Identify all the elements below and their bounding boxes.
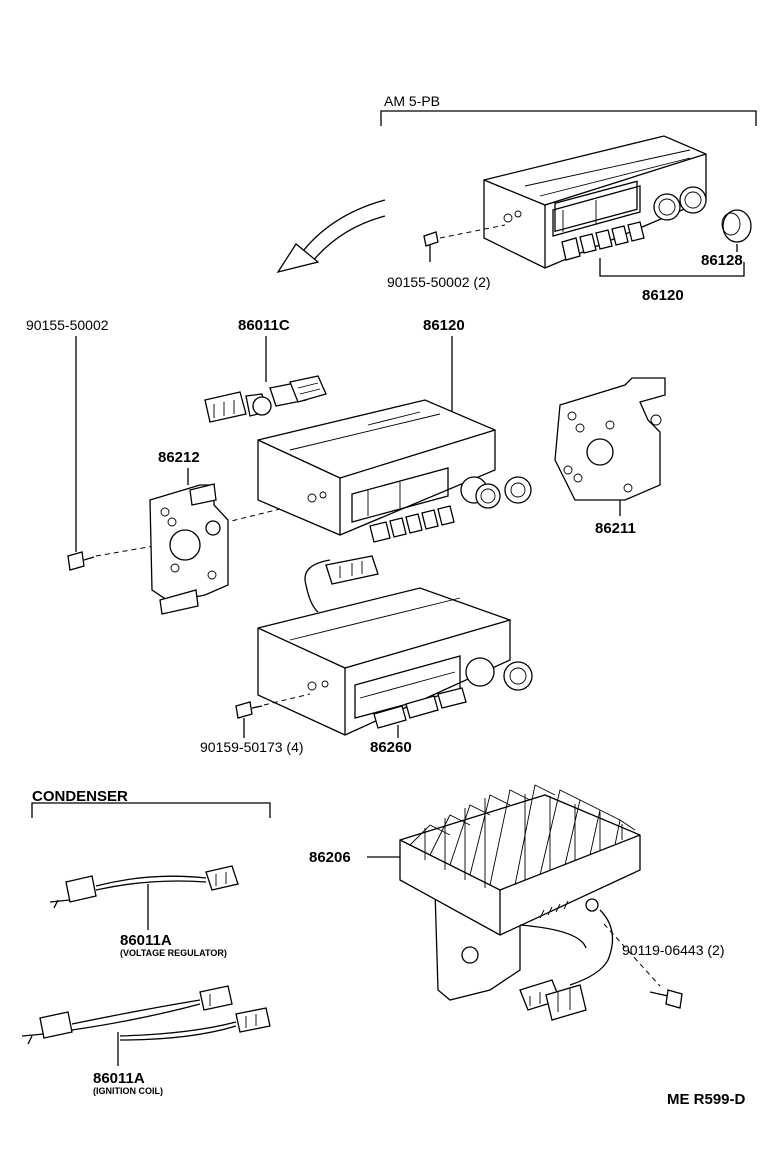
amp-screw-drawing [603,923,683,1009]
condenser-2-drawing [21,985,271,1045]
connector-label: 86011C [238,317,290,334]
arrow-icon [276,199,386,274]
top-radio-label: 86120 [642,287,684,304]
condenser-1-label: 86011A [120,932,172,949]
radio-drawing [257,399,532,543]
tape-screw-drawing [235,693,311,738]
top-screw-drawing [423,224,506,262]
bracket-right-drawing [554,377,666,501]
radio-label: 86120 [423,317,465,334]
condenser-group-bracket [31,802,271,818]
bracket-left-label: 86212 [158,449,200,466]
left-screw-label: 90155-50002 [26,317,109,333]
knob-drawing [721,209,752,243]
amplifier-group: 86206 90119-06443 (2) [309,784,724,1021]
amp-screw-label: 90119-06443 (2) [622,942,724,958]
tape-player-drawing [257,587,533,736]
top-knob-label: 86128 [701,252,743,269]
amplifier-drawing [399,784,641,1021]
tape-screw-label: 90159-50173 (4) [200,739,304,755]
condenser-group-title: CONDENSER [32,788,128,805]
reference-code: ME R599-D [667,1091,746,1108]
condenser-1-note: (VOLTAGE REGULATOR) [120,948,227,958]
connector-drawing [204,375,327,423]
tape-player-label: 86260 [370,739,412,756]
condenser-2-label: 86011A [93,1070,145,1087]
am-group-bracket [380,110,757,126]
bracket-right-label: 86211 [595,520,636,537]
condenser-1-drawing [49,865,239,909]
main-assembly: 90155-50002 86011C 86120 [26,317,666,756]
amplifier-label: 86206 [309,849,351,866]
condenser-2-note: (IGNITION COIL) [93,1086,163,1096]
am-group-title: AM 5-PB [384,93,440,109]
top-screw-label: 90155-50002 (2) [387,274,491,290]
condenser-group: CONDENSER 86011A (VOLTAGE REGULATOR) 860… [21,788,271,1096]
am-group: AM 5-PB [276,93,757,304]
bracket-left-drawing [149,483,229,615]
top-radio-drawing [483,135,707,269]
